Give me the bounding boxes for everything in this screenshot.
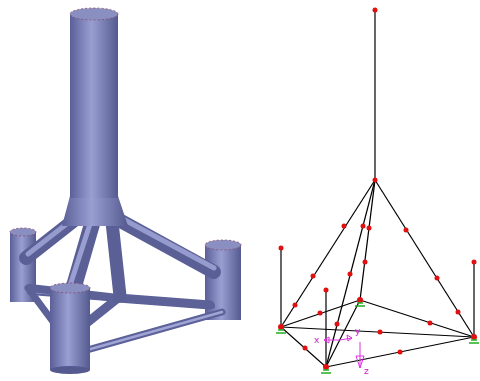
beam: [374, 10, 375, 180]
pile-top: [50, 283, 90, 293]
axis-label: z: [364, 366, 369, 376]
node-dot: [428, 321, 433, 326]
beam: [375, 180, 474, 337]
pile-top: [10, 228, 36, 236]
support-symbol: [355, 303, 365, 306]
brace: [118, 298, 210, 305]
node-dot: [435, 276, 440, 281]
node-dot: [293, 303, 298, 308]
node-dot: [303, 346, 308, 351]
node-dot: [373, 178, 378, 183]
node-dot: [318, 311, 323, 316]
node-dot: [342, 224, 347, 229]
node-dot: [311, 274, 316, 279]
pile-line: [325, 290, 326, 367]
axis-triad: [324, 335, 364, 368]
node-dot: [279, 246, 284, 251]
leg: [112, 222, 120, 296]
axis-label: y: [355, 326, 360, 336]
node-dot: [348, 272, 353, 277]
node-dot: [373, 8, 378, 13]
axis-head: [356, 356, 364, 368]
beam: [281, 180, 375, 327]
supports: [276, 303, 479, 373]
wire-nodes: [278, 8, 477, 371]
support-symbol: [321, 370, 331, 373]
column-top: [70, 8, 118, 20]
pile-line: [473, 262, 474, 337]
support-symbol: [276, 330, 286, 333]
main-column: [70, 14, 118, 198]
beam: [281, 327, 326, 367]
node-dot: [357, 297, 363, 303]
brace: [80, 312, 222, 352]
node-dot: [378, 330, 383, 335]
brace: [80, 312, 222, 352]
node-dot: [335, 322, 340, 327]
axis-label: x: [314, 335, 319, 345]
pile-bottom: [50, 366, 90, 374]
beam: [326, 300, 360, 367]
axis-head: [347, 335, 352, 341]
node-dot: [363, 260, 368, 265]
node-dot: [323, 364, 329, 370]
node-dot: [471, 334, 477, 340]
node-dot: [398, 350, 403, 355]
pile: [50, 288, 90, 370]
pile-top: [205, 240, 241, 250]
beam: [326, 180, 375, 367]
axis-arrow: [360, 342, 361, 368]
node-dot: [278, 324, 284, 330]
node-dot: [361, 224, 366, 229]
node-dot: [324, 288, 329, 293]
axis-head: [324, 337, 329, 343]
pile-line: [280, 248, 281, 327]
node-dot: [472, 260, 477, 265]
support-symbol: [469, 340, 479, 343]
beam: [281, 327, 474, 337]
node-dot: [404, 228, 409, 233]
wireframe: [281, 10, 474, 367]
beam: [326, 337, 474, 367]
beam: [360, 180, 375, 300]
axis-arrow: [324, 340, 340, 341]
node-dot: [456, 310, 461, 315]
cone: [62, 196, 128, 226]
node-dot: [367, 226, 372, 231]
